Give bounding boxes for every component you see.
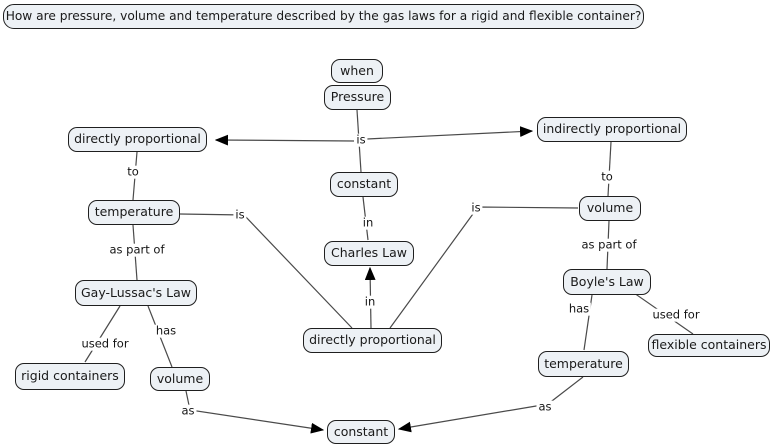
link-label-in-bottom[interactable]: in xyxy=(362,294,378,309)
connector-line-gaylussac-to-rigid xyxy=(84,305,121,363)
concept-node-boyles-law[interactable]: Boyle's Law xyxy=(563,269,651,295)
concept-node-directly-proportional-left[interactable]: directly proportional xyxy=(68,127,207,152)
connector-line-is-to-indirectly-prop xyxy=(366,126,534,140)
concept-node-rigid-containers[interactable]: rigid containers xyxy=(15,363,125,390)
link-label-to-left[interactable]: to xyxy=(125,164,141,179)
connector-line-temperature-is-dpbottom xyxy=(179,213,353,329)
concept-node-constant-bottom[interactable]: constant xyxy=(327,420,395,444)
link-label-is-left[interactable]: is xyxy=(233,207,247,222)
link-label-used-for-right[interactable]: used for xyxy=(650,307,702,322)
connector-line-temperature-as-constant xyxy=(397,376,584,433)
link-label-as-left[interactable]: as xyxy=(179,403,197,418)
link-label-as-right[interactable]: as xyxy=(536,399,554,414)
concept-node-directly-proportional-bottom[interactable]: directly proportional xyxy=(303,328,442,353)
concept-node-gay-lussacs-law[interactable]: Gay-Lussac's Law xyxy=(75,280,197,306)
concept-node-temperature-right[interactable]: temperature xyxy=(538,351,629,377)
link-label-is-right[interactable]: is xyxy=(469,200,483,215)
concept-node-indirectly-proportional[interactable]: indirectly proportional xyxy=(537,117,687,142)
connector-line-volume-is-dpbottom xyxy=(389,206,579,329)
concept-node-when[interactable]: when xyxy=(331,59,383,83)
link-label-has-left[interactable]: has xyxy=(153,323,179,338)
link-label-as-part-of-right[interactable]: as part of xyxy=(579,237,639,252)
concept-node-flexible-containers[interactable]: flexible containers xyxy=(648,334,770,357)
concept-node-constant-middle[interactable]: constant xyxy=(330,172,398,197)
concept-node-pressure[interactable]: Pressure xyxy=(324,85,391,110)
connector-line-volume-as-constant xyxy=(185,390,325,434)
concept-node-charles-law[interactable]: Charles Law xyxy=(324,241,414,266)
connector-line-indirectly-to-volume xyxy=(607,141,612,197)
concept-node-temperature-left[interactable]: temperature xyxy=(88,200,180,225)
link-label-in-middle[interactable]: in xyxy=(360,215,376,230)
concept-node-volume-right[interactable]: volume xyxy=(579,196,641,221)
link-label-used-for-left[interactable]: used for xyxy=(79,336,131,351)
link-label-as-part-of-left[interactable]: as part of xyxy=(107,242,167,257)
link-label-to-right[interactable]: to xyxy=(599,169,615,184)
concept-node-volume-bottom[interactable]: volume xyxy=(150,367,210,391)
concept-node-question[interactable]: How are pressure, volume and temperature… xyxy=(3,4,644,29)
connector-line-is-to-directly-prop-left xyxy=(214,134,355,146)
link-label-is-center[interactable]: is xyxy=(354,132,368,147)
link-label-has-right[interactable]: has xyxy=(566,301,592,316)
